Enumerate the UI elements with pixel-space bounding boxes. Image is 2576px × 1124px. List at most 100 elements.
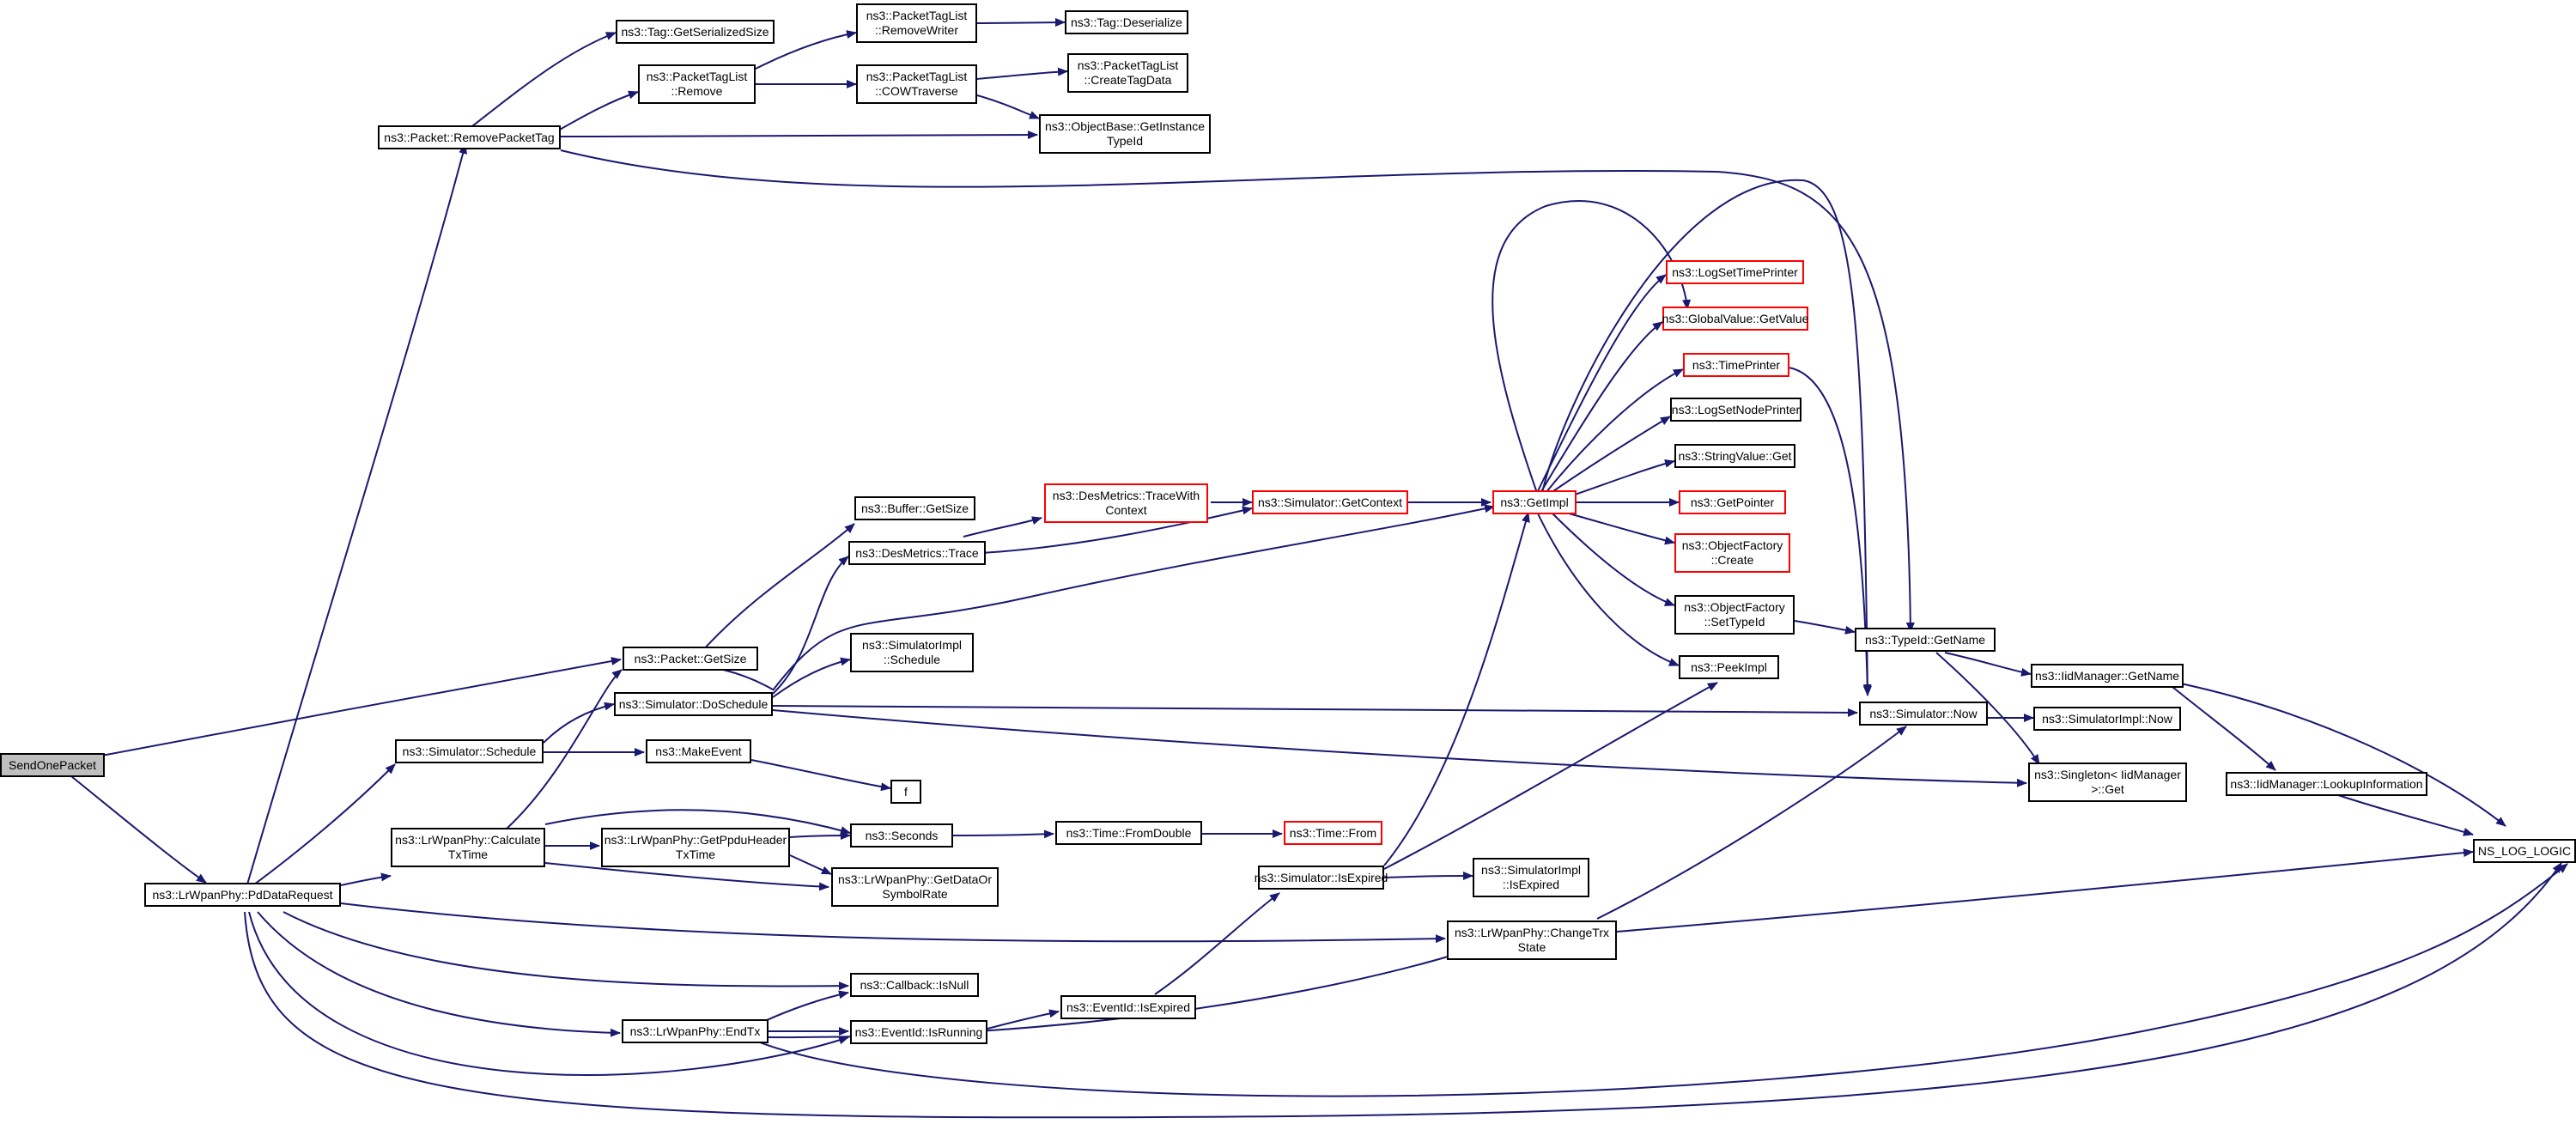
node-callback-isnull[interactable]: ns3::Callback::IsNull bbox=[850, 973, 979, 997]
node-endtx[interactable]: ns3::LrWpanPhy::EndTx bbox=[622, 1019, 769, 1043]
edge-desmetrics-trace-getcontext bbox=[963, 506, 1253, 555]
edge-calculatetxtime-getdataorsymbolrate bbox=[544, 862, 829, 891]
node-getdataorsymbolrate[interactable]: ns3::LrWpanPhy::GetDataOr SymbolRate bbox=[831, 867, 999, 907]
edge-getimpl-peekimpl bbox=[1536, 511, 1680, 666]
edge-doschedule-singleton bbox=[772, 709, 2027, 787]
node-timeprinter[interactable]: ns3::TimePrinter bbox=[1683, 353, 1789, 377]
node-simulatorimpl-now[interactable]: ns3::SimulatorImpl::Now bbox=[2033, 707, 2181, 731]
node-tag-getserializedsize[interactable]: ns3::Tag::GetSerializedSize bbox=[616, 20, 775, 44]
node-objectbase-getinstancetypeid[interactable]: ns3::ObjectBase::GetInstance TypeId bbox=[1039, 114, 1211, 154]
node-simulator-now[interactable]: ns3::Simulator::Now bbox=[1859, 702, 1988, 726]
edge-typeid-getname-singleton bbox=[1935, 652, 2040, 765]
node-changetrxstate[interactable]: ns3::LrWpanPhy::ChangeTrx State bbox=[1447, 920, 1617, 960]
node-f[interactable]: f bbox=[890, 780, 921, 804]
edge-sendonepacket-pddatarequest bbox=[70, 775, 207, 884]
edge-removewriter-tag-deserialize bbox=[976, 18, 1066, 27]
edge-doschedule-simulatorimpl-schedule bbox=[772, 657, 851, 698]
node-peekimpl[interactable]: ns3::PeekImpl bbox=[1679, 655, 1779, 679]
edge-packet-getsize-buffer-getsize bbox=[702, 523, 855, 652]
node-time-fromdouble[interactable]: ns3::Time::FromDouble bbox=[1055, 821, 1202, 845]
edge-sendonepacket-packet-getsize bbox=[96, 657, 622, 757]
node-packet-getsize[interactable]: ns3::Packet::GetSize bbox=[623, 647, 758, 671]
node-time-from[interactable]: ns3::Time::From bbox=[1284, 821, 1382, 845]
node-eventid-isexpired[interactable]: ns3::EventId::IsExpired bbox=[1060, 995, 1196, 1019]
edge-getimpl-simulator-now bbox=[1541, 179, 1872, 696]
node-simulator-getcontext[interactable]: ns3::Simulator::GetContext bbox=[1252, 490, 1408, 514]
edge-getppduheader-getdataorsymbolrate bbox=[789, 854, 832, 875]
edge-doschedule-desmetrics-trace bbox=[772, 556, 849, 695]
edge-removepackettag-typeid-getname bbox=[560, 149, 1915, 633]
edge-pddatarequest-callback-isnull bbox=[283, 911, 849, 991]
edge-makeevent-f bbox=[750, 759, 891, 792]
edge-iidmanager-getname-lookup bbox=[2172, 686, 2276, 771]
node-typeid-getname[interactable]: ns3::TypeId::GetName bbox=[1855, 628, 1996, 652]
edge-changetrxstate-ns-log-logic bbox=[1616, 848, 2474, 933]
node-removepackettag[interactable]: ns3::Packet::RemovePacketTag bbox=[378, 125, 561, 149]
node-getimpl[interactable]: ns3::GetImpl bbox=[1492, 490, 1577, 514]
edge-doschedule-getimpl bbox=[772, 504, 1495, 691]
node-packettaglist-remove[interactable]: ns3::PacketTagList ::Remove bbox=[638, 64, 756, 104]
node-singleton-get[interactable]: ns3::Singleton< IidManager >::Get bbox=[2028, 762, 2187, 802]
edge-iidmanager-getname-ns-log-logic bbox=[2176, 682, 2506, 827]
node-logsetnodeprinter[interactable]: ns3::LogSetNodePrinter bbox=[1670, 398, 1801, 422]
node-getpointer[interactable]: ns3::GetPointer bbox=[1679, 490, 1786, 514]
node-packettaglist-removewriter[interactable]: ns3::PacketTagList ::RemoveWriter bbox=[856, 3, 977, 43]
edge-removepackettag-objectbase bbox=[560, 131, 1038, 140]
node-simulatorimpl-isexpired[interactable]: ns3::SimulatorImpl ::IsExpired bbox=[1473, 858, 1589, 897]
node-objectfactory-create[interactable]: ns3::ObjectFactory ::Create bbox=[1674, 533, 1790, 573]
node-eventid-isrunning[interactable]: ns3::EventId::IsRunning bbox=[850, 1020, 987, 1044]
edge-seconds-time-fromdouble bbox=[952, 829, 1054, 839]
node-tag-deserialize[interactable]: ns3::Tag::Deserialize bbox=[1065, 10, 1188, 34]
edge-getimpl-objectfactory-settypeid bbox=[1550, 511, 1675, 606]
edge-getimpl-logsetnodeprinter bbox=[1550, 416, 1671, 494]
node-pddatarequest[interactable]: ns3::LrWpanPhy::PdDataRequest bbox=[144, 883, 341, 907]
edge-getimpl-loop bbox=[1492, 200, 1692, 494]
edge-getppduheader-seconds bbox=[789, 831, 851, 841]
node-iidmanager-lookupinformation[interactable]: ns3::IidManager::LookupInformation bbox=[2226, 772, 2427, 796]
node-calculatetxtime[interactable]: ns3::LrWpanPhy::Calculate TxTime bbox=[391, 828, 545, 867]
node-simulator-schedule[interactable]: ns3::Simulator::Schedule bbox=[395, 739, 544, 763]
edge-pddatarequest-changetrxstate bbox=[340, 902, 1446, 944]
node-makeevent[interactable]: ns3::MakeEvent bbox=[646, 739, 751, 763]
node-stringvalue-get[interactable]: ns3::StringValue::Get bbox=[1674, 444, 1795, 468]
edge-typeid-getname-iidmanager-getname bbox=[1944, 652, 2032, 677]
node-iidmanager-getname[interactable]: ns3::IidManager::GetName bbox=[2031, 664, 2184, 688]
node-desmetrics-tracewithcontext[interactable]: ns3::DesMetrics::TraceWith Context bbox=[1044, 483, 1208, 523]
edge-removepackettag-packettaglist-remove bbox=[557, 90, 639, 131]
edge-pddatarequest-ns-log-logic bbox=[244, 862, 2562, 1119]
edge-cowtraverse-objectbase bbox=[976, 94, 1040, 119]
edge-eventid-isexpired-simulator-isexpired bbox=[1154, 892, 1280, 995]
edge-pddatarequest-eventid-isrunning bbox=[248, 911, 849, 1076]
node-seconds[interactable]: ns3::Seconds bbox=[850, 823, 953, 848]
edge-simulator-isexpired-getimpl bbox=[1383, 512, 1530, 866]
node-ns-log-logic[interactable]: NS_LOG_LOGIC bbox=[2473, 839, 2576, 863]
node-getppduheadertxtime[interactable]: ns3::LrWpanPhy::GetPpduHeader TxTime bbox=[601, 828, 790, 867]
node-simulatorimpl-schedule[interactable]: ns3::SimulatorImpl ::Schedule bbox=[850, 633, 974, 672]
node-logsettimeprinter[interactable]: ns3::LogSetTimePrinter bbox=[1666, 260, 1804, 284]
edge-changetrxstate-simulator-now bbox=[1596, 726, 1907, 920]
edge-simulator-isexpired-peekimpl bbox=[1383, 682, 1718, 870]
node-objectfactory-settypeid[interactable]: ns3::ObjectFactory ::SetTypeId bbox=[1674, 595, 1795, 635]
edge-cowtraverse-createtagdata bbox=[976, 67, 1068, 80]
node-globalvalue-getvalue[interactable]: ns3::GlobalValue::GetValue bbox=[1662, 307, 1808, 331]
node-sendonepacket[interactable]: SendOnePacket bbox=[0, 753, 105, 777]
edge-pddatarequest-endtx bbox=[257, 911, 621, 1037]
edge-endtx-ns-log-logic bbox=[755, 863, 2568, 1097]
edge-doschedule-simulator-now bbox=[772, 705, 1858, 717]
node-simulator-doschedule[interactable]: ns3::Simulator::DoSchedule bbox=[614, 692, 773, 716]
edge-pddatarequest-removepackettag bbox=[246, 143, 467, 885]
edge-getimpl-objectfactory-create bbox=[1562, 511, 1675, 545]
node-buffer-getsize[interactable]: ns3::Buffer::GetSize bbox=[854, 496, 975, 520]
edge-lookup-ns-log-logic bbox=[2335, 793, 2474, 836]
edge-endtx-callback-isnull bbox=[755, 990, 849, 1026]
node-packettaglist-cowtraverse[interactable]: ns3::PacketTagList ::COWTraverse bbox=[856, 64, 977, 104]
edge-getimpl-globalvalue bbox=[1540, 321, 1663, 494]
edge-desmetrics-trace-tracewithcontext bbox=[963, 516, 1042, 538]
edge-timeprinter-simulator-now bbox=[1788, 367, 1872, 695]
node-simulator-isexpired[interactable]: ns3::Simulator::IsExpired bbox=[1255, 866, 1388, 890]
node-desmetrics-trace[interactable]: ns3::DesMetrics::Trace bbox=[848, 541, 986, 565]
edge-eventid-isrunning-isexpired bbox=[987, 1009, 1060, 1030]
node-packettaglist-createtagdata[interactable]: ns3::PacketTagList ::CreateTagData bbox=[1067, 53, 1188, 93]
